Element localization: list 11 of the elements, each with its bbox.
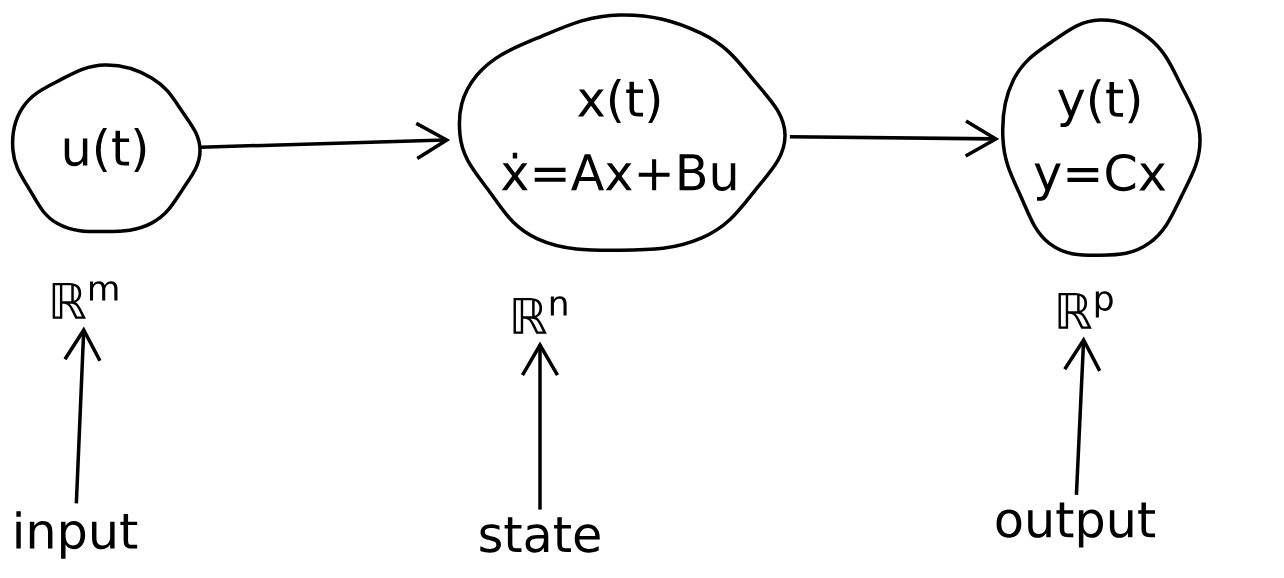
arrow xyxy=(521,341,560,510)
label-text: state xyxy=(480,517,600,553)
arrow xyxy=(789,119,1000,158)
label-text: ℝ$^{m}$ xyxy=(52,281,118,319)
label-text: ℝ$^{n}$ xyxy=(513,296,567,334)
label-text: output xyxy=(996,502,1156,548)
label-text: input xyxy=(16,511,138,559)
arrow xyxy=(1063,336,1102,495)
arrow xyxy=(200,121,451,160)
arrow xyxy=(63,326,102,504)
label-text: ℝ$^{p}$ xyxy=(1058,291,1113,329)
